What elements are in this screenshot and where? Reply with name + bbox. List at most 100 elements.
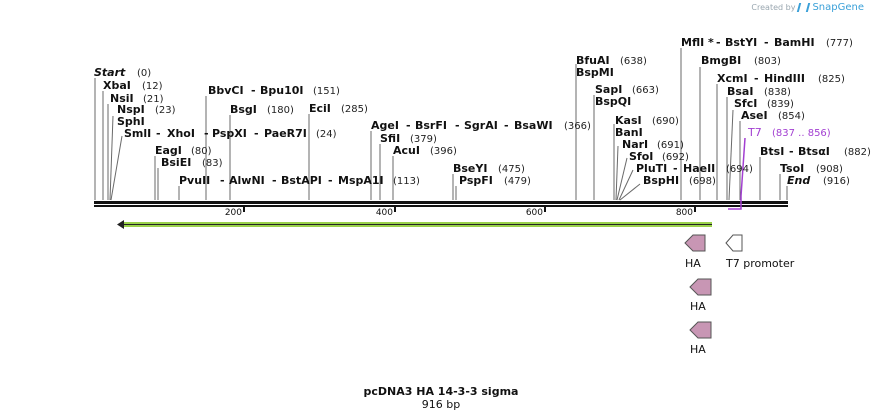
site-label[interactable]: BmgBI <box>701 54 741 67</box>
site-label[interactable]: SmlI <box>124 127 151 140</box>
site-position: (825) <box>818 74 845 85</box>
site-position: (12) <box>142 81 163 92</box>
site-label[interactable]: KasI <box>615 114 642 127</box>
svg-text:-: - <box>204 127 209 140</box>
site-position: (24) <box>316 129 337 140</box>
site-position: (0) <box>137 68 151 79</box>
site-label[interactable]: BamHI <box>774 36 815 49</box>
site-label[interactable]: XbaI <box>103 79 131 92</box>
site-position: (180) <box>267 105 294 116</box>
site-label[interactable]: EagI <box>155 144 182 157</box>
site-position: (691) <box>657 140 684 151</box>
site-label[interactable]: BtsαI <box>798 145 830 158</box>
tick-label: 400 <box>376 208 393 218</box>
site-position: (80) <box>191 146 212 157</box>
site-label[interactable]: BspHI <box>643 174 679 187</box>
svg-text:-: - <box>220 174 225 187</box>
site-label[interactable]: SfcI <box>734 97 757 110</box>
site-label[interactable]: AcuI <box>393 144 420 157</box>
site-label[interactable]: BsgI <box>230 103 257 116</box>
feature-ha-3[interactable]: HA <box>689 321 712 356</box>
site-label[interactable]: AlwNI <box>229 174 265 187</box>
site-label[interactable]: BspMI <box>576 66 614 79</box>
site-label[interactable]: PspFI <box>459 174 493 187</box>
site-label[interactable]: SapI <box>595 83 622 96</box>
feature-label: T7 promoter <box>725 257 795 270</box>
site-label[interactable]: PspXI <box>212 127 247 140</box>
site-label[interactable]: XhoI <box>167 127 195 140</box>
site-label[interactable]: Bpu10I <box>260 84 304 97</box>
site-position: (479) <box>504 176 531 187</box>
site-position: (839) <box>767 99 794 110</box>
feature-ha-1[interactable]: HA <box>684 234 706 270</box>
primer-position: (837 .. 856) <box>772 128 831 139</box>
map-length: 916 bp <box>422 398 460 411</box>
site-label[interactable]: BspQI <box>595 95 631 108</box>
site-position: (475) <box>498 164 525 175</box>
site-label[interactable]: BfuAI <box>576 54 610 67</box>
site-label[interactable]: BbvCI <box>208 84 244 97</box>
site-label[interactable]: BtsI <box>760 145 784 158</box>
site-label[interactable]: BstYI <box>725 36 757 49</box>
site-position: (694) <box>726 164 753 175</box>
site-label[interactable]: BstAPI <box>281 174 322 187</box>
primer-label: T7 <box>747 126 762 139</box>
site-label[interactable]: PaeR7I <box>264 127 307 140</box>
site-position: (698) <box>689 176 716 187</box>
site-position: (692) <box>662 152 689 163</box>
site-label[interactable]: Start <box>94 66 126 79</box>
svg-text:-: - <box>455 119 460 132</box>
site-label[interactable]: PluTI <box>636 162 667 175</box>
site-position: (113) <box>393 176 420 187</box>
site-label[interactable]: NspI <box>117 103 145 116</box>
site-label[interactable]: BsaI <box>727 85 753 98</box>
site-label[interactable]: TsoI <box>780 162 804 175</box>
feature-label: HA <box>690 343 706 356</box>
site-position: (151) <box>313 86 340 97</box>
site-label[interactable]: BsrFI <box>415 119 447 132</box>
site-label[interactable]: PvuII <box>179 174 210 187</box>
site-position: (803) <box>754 56 781 67</box>
site-label[interactable]: BseYI <box>453 162 487 175</box>
site-position: (396) <box>430 146 457 157</box>
tick-label: 800 <box>676 208 693 218</box>
orf-arrow[interactable] <box>117 220 712 229</box>
site-label[interactable]: SfiI <box>380 132 400 145</box>
site-position: (21) <box>143 94 164 105</box>
site-label[interactable]: BanI <box>615 126 643 139</box>
svg-text:-: - <box>764 36 769 49</box>
restriction-site-labels: Start (0) XbaI (12) NsiI (21) NspI (23) … <box>94 36 871 187</box>
site-label[interactable]: XcmI <box>717 72 748 85</box>
primer-t7[interactable]: T7 (837 .. 856) <box>728 126 831 210</box>
site-label[interactable]: BsaWI <box>514 119 553 132</box>
site-label[interactable]: AseI <box>741 109 768 122</box>
svg-text:-: - <box>156 127 161 140</box>
site-position: (366) <box>564 121 591 132</box>
site-position: (638) <box>620 56 647 67</box>
site-label[interactable]: SgrAI <box>464 119 498 132</box>
site-label[interactable]: HindIII <box>764 72 805 85</box>
site-position: (838) <box>764 87 791 98</box>
site-label[interactable]: NarI <box>622 138 648 151</box>
feature-ha-2[interactable]: HA <box>689 278 712 313</box>
site-position: (854) <box>778 111 805 122</box>
feature-t7-promoter[interactable]: T7 promoter <box>725 234 795 270</box>
site-position: (908) <box>816 164 843 175</box>
site-label[interactable]: HaeII <box>683 162 715 175</box>
svg-text:-: - <box>789 145 794 158</box>
site-label[interactable]: SfoI <box>629 150 653 163</box>
site-position: (916) <box>823 176 850 187</box>
site-label[interactable]: AgeI <box>371 119 399 132</box>
svg-text:-: - <box>673 162 678 175</box>
site-label[interactable]: MflI * <box>681 36 714 49</box>
site-leader-lines <box>94 48 788 201</box>
site-label[interactable]: MspA1I <box>338 174 384 187</box>
site-label[interactable]: BsiEI <box>161 156 191 169</box>
site-label[interactable]: End <box>787 174 810 187</box>
site-label[interactable]: EciI <box>309 102 331 115</box>
site-position: (663) <box>632 85 659 96</box>
site-position: (285) <box>341 104 368 115</box>
site-label[interactable]: SphI <box>117 115 145 128</box>
site-label[interactable]: NsiI <box>110 92 134 105</box>
